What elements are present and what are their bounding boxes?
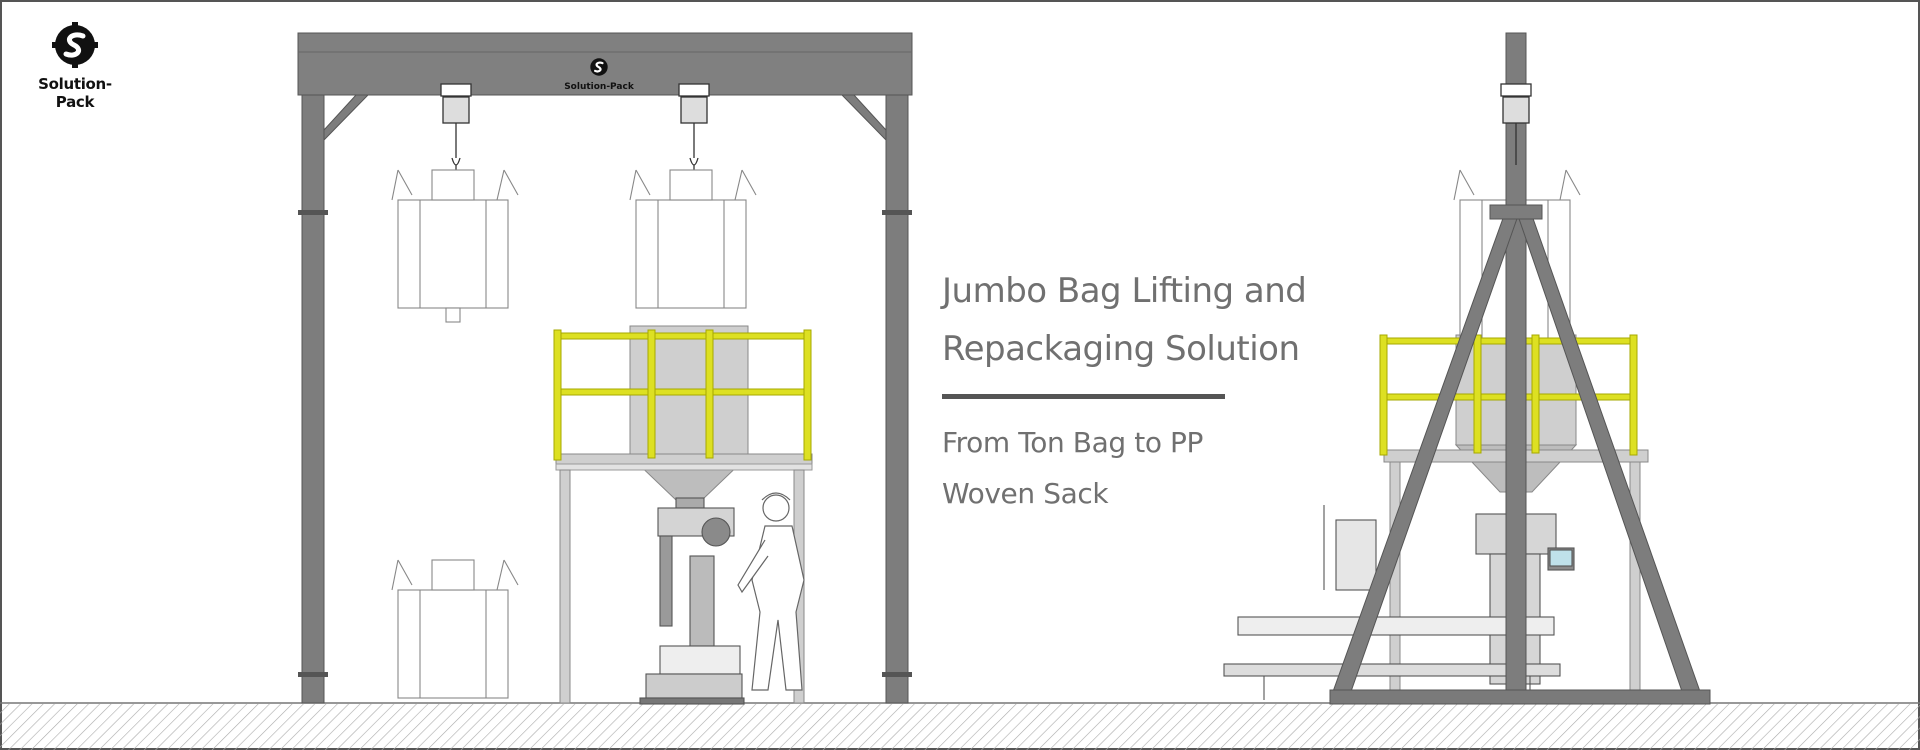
gear-s-logo-icon <box>52 22 98 68</box>
title-divider <box>942 394 1225 399</box>
gantry-brand-name: Solution-Pack <box>564 82 634 92</box>
subheadline-line-2: Woven Sack <box>942 477 1109 510</box>
side-view-hoist <box>1500 83 1532 165</box>
electric-hoist-center <box>678 83 710 180</box>
brand-name: Solution-Pack <box>38 75 112 111</box>
gear-s-logo-icon <box>590 58 608 76</box>
jumbo-bag-hanging-center <box>629 169 757 309</box>
electric-hoist-left <box>440 83 472 180</box>
guardrail-front <box>553 329 812 461</box>
headline-line-2: Repackaging Solution <box>942 329 1300 369</box>
operator-figure <box>737 492 805 691</box>
bagging-machine-front <box>639 497 745 705</box>
title-block: Jumbo Bag Lifting and Repackaging Soluti… <box>942 262 1307 519</box>
side-view-a-frame <box>1329 32 1711 705</box>
floor-hatch <box>0 702 1920 750</box>
jumbo-bag-floor <box>391 559 519 699</box>
subheadline-line-1: From Ton Bag to PP <box>942 426 1204 459</box>
gantry-logo: Solution-Pack <box>548 57 650 92</box>
jumbo-bag-hanging-left <box>391 169 519 323</box>
brand-logo: Solution-Pack <box>20 22 130 111</box>
gantry-frame <box>297 32 913 704</box>
headline-line-1: Jumbo Bag Lifting and <box>942 271 1307 311</box>
belt-conveyor <box>1223 616 1561 700</box>
